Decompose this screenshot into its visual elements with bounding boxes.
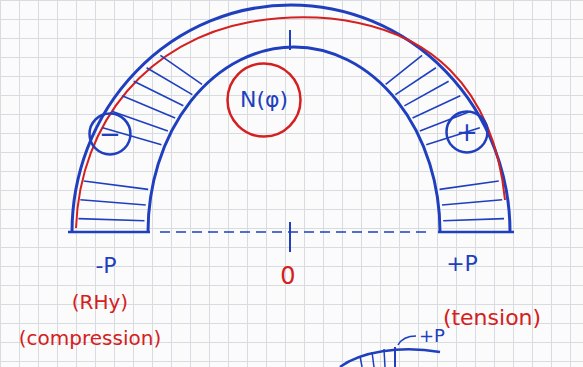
sign-circle: + — [445, 110, 489, 154]
force-label: -P — [95, 255, 116, 277]
origin-label: 0 — [280, 264, 295, 288]
node-text: + — [456, 119, 478, 145]
state-note: (tension) — [443, 307, 541, 329]
reaction-note: (RHy) — [72, 292, 128, 312]
sign-circle: − — [88, 112, 132, 156]
state-note: (compression) — [19, 328, 161, 348]
force-label: +P — [419, 327, 445, 345]
force-label: +P — [446, 253, 478, 275]
node-text: N(φ) — [240, 89, 288, 111]
node-text: − — [99, 121, 121, 147]
function-circle: N(φ) — [226, 62, 302, 138]
